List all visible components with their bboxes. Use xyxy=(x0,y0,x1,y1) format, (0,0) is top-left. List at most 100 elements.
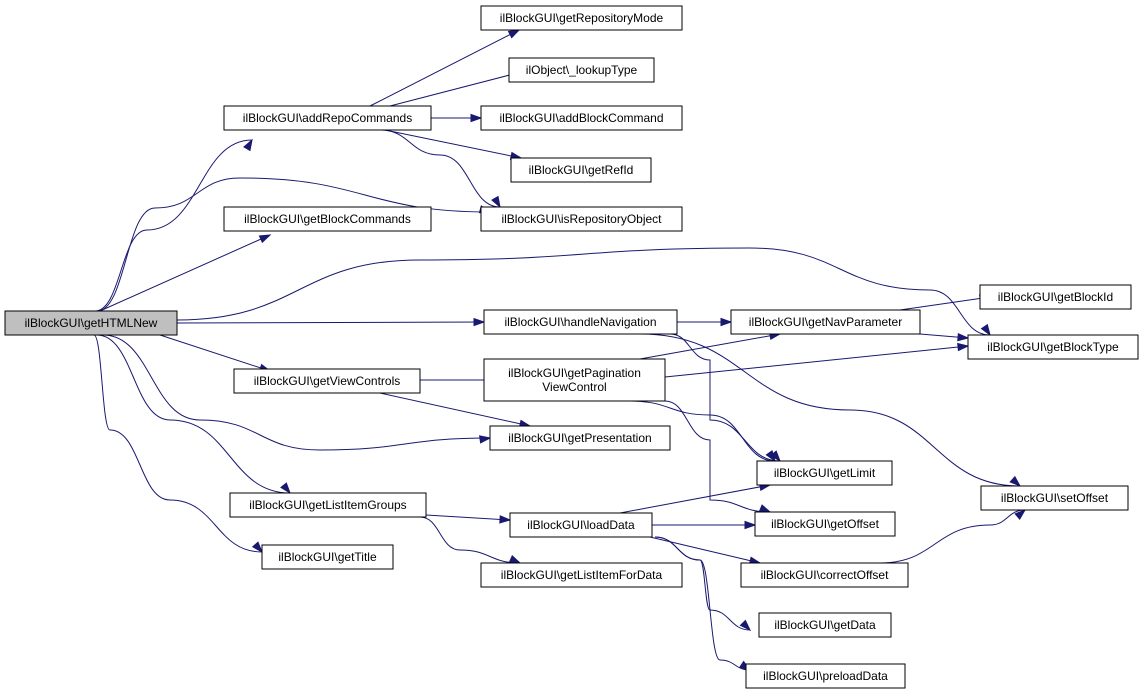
edge-arrowhead xyxy=(957,342,970,352)
node-isRepositoryObject[interactable]: ilBlockGUI\isRepositoryObject xyxy=(480,206,683,232)
node-box xyxy=(756,460,893,486)
edge-arrowhead xyxy=(479,435,492,444)
node-getRefId[interactable]: ilBlockGUI\getRefId xyxy=(510,157,652,183)
edge-getHTMLNew-to-getViewControls xyxy=(159,334,272,372)
node-setOffset[interactable]: ilBlockGUI\setOffset xyxy=(980,485,1129,511)
node-label: ilBlockGUI\correctOffset xyxy=(761,568,889,582)
node-getBlockId[interactable]: ilBlockGUI\getBlockId xyxy=(979,284,1132,310)
edge-line xyxy=(419,516,521,564)
node-loadData[interactable]: ilBlockGUI\loadData xyxy=(509,512,653,538)
node-getListItemForData[interactable]: ilBlockGUI\getListItemForData xyxy=(480,562,683,588)
edge-correctOffset-to-setOffset xyxy=(879,509,1027,564)
node-label: ilBlockGUI\getListItemGroups xyxy=(249,498,406,512)
edge-line xyxy=(93,334,263,553)
node-getNavParameter[interactable]: ilBlockGUI\getNavParameter xyxy=(730,309,921,335)
node-label: ilObject\_lookupType xyxy=(526,63,638,77)
edge-line xyxy=(99,234,271,312)
edge-arrowhead xyxy=(280,482,291,495)
edge-getListItemGroups-to-loadData xyxy=(425,514,512,524)
node-label: ilBlockGUI\getTitle xyxy=(278,550,377,564)
edge-arrowhead xyxy=(765,449,776,463)
edge-arrowhead xyxy=(491,195,501,209)
edge-addRepoCommands-to-addBlockCommand xyxy=(431,113,483,123)
edge-line xyxy=(669,333,781,462)
edge-getHTMLNew-to-getBlockType xyxy=(176,247,991,337)
node-box xyxy=(4,310,178,336)
node-box xyxy=(489,425,671,451)
edge-line xyxy=(879,509,1026,564)
edge-line xyxy=(379,129,501,208)
edge-getHTMLNew-to-getListItemGroups xyxy=(96,334,291,495)
edge-line xyxy=(654,536,751,671)
node-label: ilBlockGUI\getHTMLNew xyxy=(25,316,158,330)
edge-arrowhead xyxy=(251,541,264,554)
edge-line xyxy=(639,333,781,360)
edge-addRepoCommands-to-lookupType xyxy=(389,68,531,107)
node-getViewControls[interactable]: ilBlockGUI\getViewControls xyxy=(233,368,421,394)
edge-arrowhead xyxy=(499,515,512,524)
node-box xyxy=(483,309,678,335)
node-box xyxy=(480,105,683,131)
edge-arrowhead xyxy=(720,317,733,327)
node-getData[interactable]: ilBlockGUI\getData xyxy=(758,612,892,638)
node-box xyxy=(967,334,1139,360)
node-preloadData[interactable]: ilBlockGUI\preloadData xyxy=(745,663,906,689)
edge-getNavParameter-to-getBlockId xyxy=(899,294,992,311)
node-box xyxy=(980,485,1129,511)
node-label: ilBlockGUI\getBlockType xyxy=(987,340,1119,354)
edge-line xyxy=(176,247,991,336)
node-box xyxy=(480,5,683,31)
edge-line xyxy=(425,514,511,521)
node-label: ilBlockGUI\getNavParameter xyxy=(749,315,902,329)
node-box xyxy=(233,368,421,394)
edge-getPaginationViewControl-to-getLimit xyxy=(629,400,776,463)
node-getListItemGroups[interactable]: ilBlockGUI\getListItemGroups xyxy=(229,492,427,518)
edge-line xyxy=(379,392,531,427)
edge-arrowhead xyxy=(769,450,781,463)
node-getHTMLNew[interactable]: ilBlockGUI\getHTMLNew xyxy=(4,310,178,336)
node-getBlockCommands[interactable]: ilBlockGUI\getBlockCommands xyxy=(223,206,432,232)
node-label: ilBlockGUI\getOffset xyxy=(771,517,879,531)
node-label: ilBlockGUI\getData xyxy=(774,618,876,632)
node-box xyxy=(480,562,683,588)
edge-addRepoCommands-to-isRepositoryObject xyxy=(379,129,501,209)
node-label: ViewControl xyxy=(542,380,606,394)
node-label: ilBlockGUI\addBlockCommand xyxy=(499,111,663,125)
node-label: ilBlockGUI\getPresentation xyxy=(508,431,651,445)
node-box xyxy=(223,105,432,131)
node-box xyxy=(979,284,1132,310)
edge-line xyxy=(664,345,969,378)
node-lookupType[interactable]: ilObject\_lookupType xyxy=(508,57,655,83)
edge-line xyxy=(384,129,522,159)
node-getRepositoryMode[interactable]: ilBlockGUI\getRepositoryMode xyxy=(480,5,683,31)
node-handleNavigation[interactable]: ilBlockGUI\handleNavigation xyxy=(483,309,678,335)
edge-arrowhead xyxy=(758,504,772,513)
edge-line xyxy=(96,334,291,494)
node-label: ilBlockGUI\getRepositoryMode xyxy=(500,11,664,25)
function-nodes: ilBlockGUI\getHTMLNew ilBlockGUI\addRepoC… xyxy=(4,5,1139,689)
edge-getPaginationViewControl-to-getBlockType xyxy=(664,342,970,378)
node-correctOffset[interactable]: ilBlockGUI\correctOffset xyxy=(740,562,909,588)
edge-getHTMLNew-to-isRepositoryObject xyxy=(96,177,492,312)
edge-arrowhead xyxy=(739,619,752,632)
node-getLimit[interactable]: ilBlockGUI\getLimit xyxy=(756,460,893,486)
edge-handleNavigation-to-getLimit xyxy=(669,333,781,463)
edge-arrowhead xyxy=(1009,475,1022,488)
node-getTitle[interactable]: ilBlockGUI\getTitle xyxy=(261,544,394,570)
edge-arrowhead xyxy=(473,317,486,327)
node-label: ilBlockGUI\getRefId xyxy=(529,163,634,177)
edge-line xyxy=(639,333,1021,487)
node-addRepoCommands[interactable]: ilBlockGUI\addRepoCommands xyxy=(223,105,432,131)
edge-getHTMLNew-to-handleNavigation xyxy=(176,317,486,327)
edge-arrowhead xyxy=(744,520,757,530)
node-getPresentation[interactable]: ilBlockGUI\getPresentation xyxy=(489,425,671,451)
node-box xyxy=(508,57,655,83)
node-addBlockCommand[interactable]: ilBlockGUI\addBlockCommand xyxy=(480,105,683,131)
edge-loadData-to-getOffset xyxy=(652,520,757,530)
edge-arrowhead xyxy=(470,113,483,123)
node-getOffset[interactable]: ilBlockGUI\getOffset xyxy=(754,511,896,537)
node-getBlockType[interactable]: ilBlockGUI\getBlockType xyxy=(967,334,1139,360)
node-box xyxy=(730,309,921,335)
